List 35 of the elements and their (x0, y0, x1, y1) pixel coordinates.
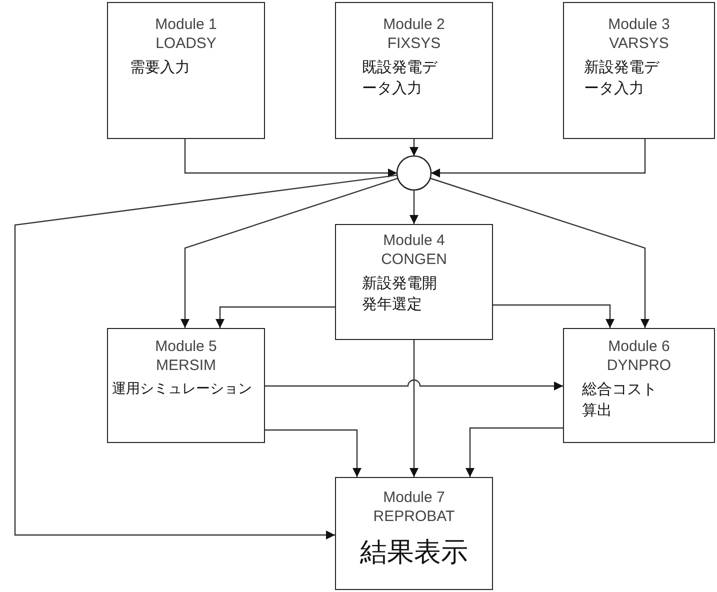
arrow (410, 139, 418, 156)
module-number: Module 4 (383, 231, 445, 250)
junction-circle (397, 156, 431, 190)
arrow (410, 190, 418, 224)
module-box (335, 477, 493, 590)
arrow (410, 340, 418, 477)
arrow (184, 139, 397, 178)
module-box (563, 328, 715, 443)
arrow (466, 427, 563, 477)
arrow (430, 178, 650, 328)
module-name: LOADSY (156, 34, 216, 53)
module-number: Module 1 (155, 15, 217, 34)
module-number: Module 3 (608, 15, 670, 34)
module-name: FIXSYS (387, 34, 441, 53)
module-box (335, 224, 493, 340)
module-name: DYNPRO (606, 356, 672, 375)
arrow (216, 306, 335, 328)
arrow (431, 139, 646, 178)
module-name: CONGEN (381, 250, 447, 269)
module-number: Module 5 (155, 337, 217, 356)
module-name: VARSYS (609, 34, 669, 53)
arrow (14, 174, 398, 540)
module-name: REPROBAT (373, 507, 455, 526)
module-name: MERSIM (156, 356, 216, 375)
arrow (265, 429, 362, 477)
arrow (493, 304, 614, 328)
module-box (563, 2, 715, 139)
module-box (107, 2, 265, 139)
arrow (265, 380, 563, 390)
arrow (180, 178, 398, 328)
module-box (335, 2, 493, 139)
module-number: Module 2 (383, 15, 445, 34)
module-number: Module 6 (608, 337, 670, 356)
module-box (107, 328, 265, 443)
module-number: Module 7 (383, 488, 445, 507)
